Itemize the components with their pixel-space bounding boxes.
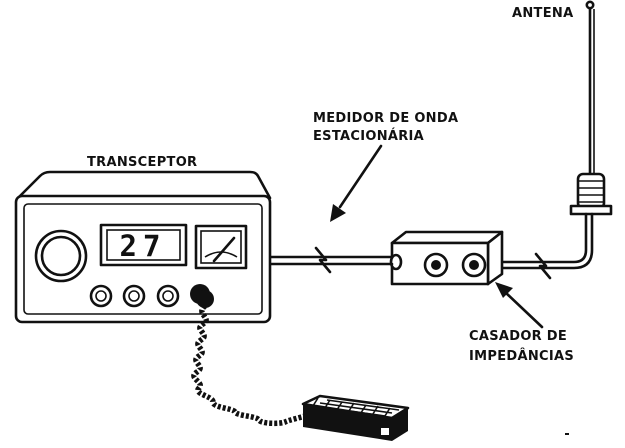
antenna-label: ANTENA (512, 6, 573, 21)
transceiver: 27 (14, 170, 272, 324)
transceiver-label: TRANSCEPTOR (87, 155, 197, 170)
swr-meter-label-line1: MEDIDOR DE ONDA (313, 111, 458, 126)
stray-mark (565, 433, 569, 435)
small-knob-2 (122, 284, 146, 308)
coiled-mic-cord (191, 303, 306, 427)
mic-jack (190, 284, 214, 308)
volume-knob (34, 229, 88, 283)
swr-meter-label-line2: ESTACIONÁRIA (313, 128, 424, 144)
matcher-label-line2: IMPEDÂNCIAS (469, 348, 574, 364)
impedance-matcher-box (389, 230, 504, 286)
channel-display: 27 (99, 223, 188, 267)
analog-meter (194, 224, 248, 270)
small-knob-3 (156, 284, 180, 308)
microphone-pedal (301, 394, 410, 441)
antenna (569, 0, 613, 216)
channel-readout: 27 (120, 229, 167, 263)
swr-meter-arrow (330, 144, 383, 222)
matcher-knob-2 (461, 252, 487, 278)
matcher-label-line1: CASADOR DE (469, 329, 567, 344)
coax-cable (266, 246, 394, 274)
antenna-cable (498, 212, 594, 280)
matcher-arrow (495, 282, 544, 329)
antenna-coil (576, 172, 606, 210)
antenna-base (569, 204, 613, 216)
small-knob-1 (89, 284, 113, 308)
matcher-knob-1 (423, 252, 449, 278)
